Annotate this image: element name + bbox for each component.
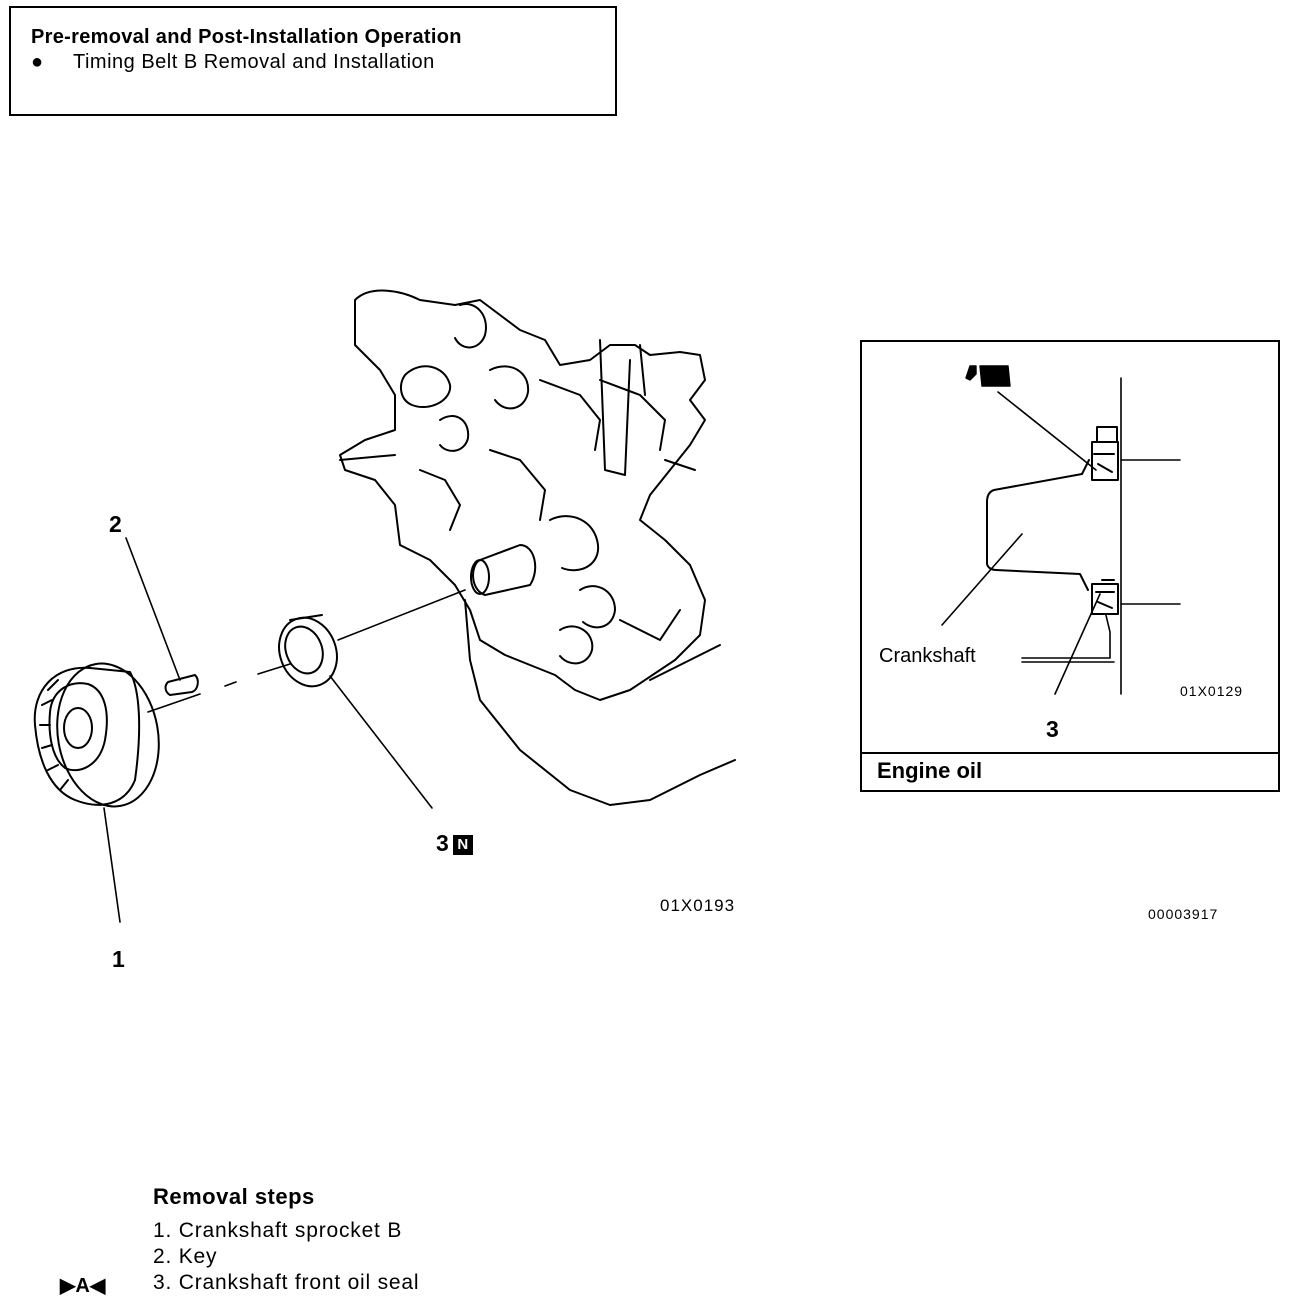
inset-callout-3: 3 [1046,716,1059,742]
crankshaft-label: Crankshaft [879,645,976,667]
bullet-icon: ● [31,51,44,73]
leader-1 [103,807,121,923]
service-point-mark: ▶A◀ [60,1275,106,1297]
inset-detail-box: Crankshaft 01X0129 3 Engine oil [860,340,1280,792]
removal-steps-title: Removal steps [153,1184,315,1209]
inset-figure-code: 01X0129 [1180,683,1244,699]
center-axis-line [147,589,466,713]
oil-seal-inner [284,625,324,675]
key-part [164,674,199,696]
page-code: 00003917 [1148,906,1219,922]
exploded-view-diagram [33,289,736,923]
engine-oil-label: Engine oil [877,758,983,783]
callout-2: 2 [109,511,122,537]
crankshaft-nose [472,544,537,596]
removal-step-2: 2. Key [153,1245,218,1268]
sprocket-front [33,666,141,806]
main-figure-code: 01X0193 [660,896,736,915]
callout-3: 3 [436,830,449,856]
new-part-badge: N [452,835,473,855]
leader-3 [329,675,433,809]
pre-removal-item-text: Timing Belt B Removal and Installation [73,51,435,73]
removal-step-3: 3. Crankshaft front oil seal [153,1271,420,1294]
leader-2 [125,537,181,681]
inset-divider [862,752,1278,754]
grease-icon [965,365,1011,387]
oil-seal-detail-diagram [941,365,1181,695]
engine-block-outline [339,289,706,701]
upper-seal [1091,441,1119,481]
pre-removal-box: Pre-removal and Post-Installation Operat… [9,6,617,116]
oil-pan-outline [464,599,736,806]
removal-steps: Removal steps 1. Crankshaft sprocket B 2… [153,1184,419,1296]
sprocket-rear [56,662,160,808]
pre-removal-title: Pre-removal and Post-Installation Operat… [31,26,462,48]
crankshaft-profile [986,473,1089,591]
removal-step-1: 1. Crankshaft sprocket B [153,1219,403,1242]
callout-1: 1 [112,946,125,972]
pre-removal-item: ● Timing Belt B Removal and Installation [31,51,435,74]
lower-seal [1091,583,1119,615]
oil-pan-edge [649,644,721,681]
